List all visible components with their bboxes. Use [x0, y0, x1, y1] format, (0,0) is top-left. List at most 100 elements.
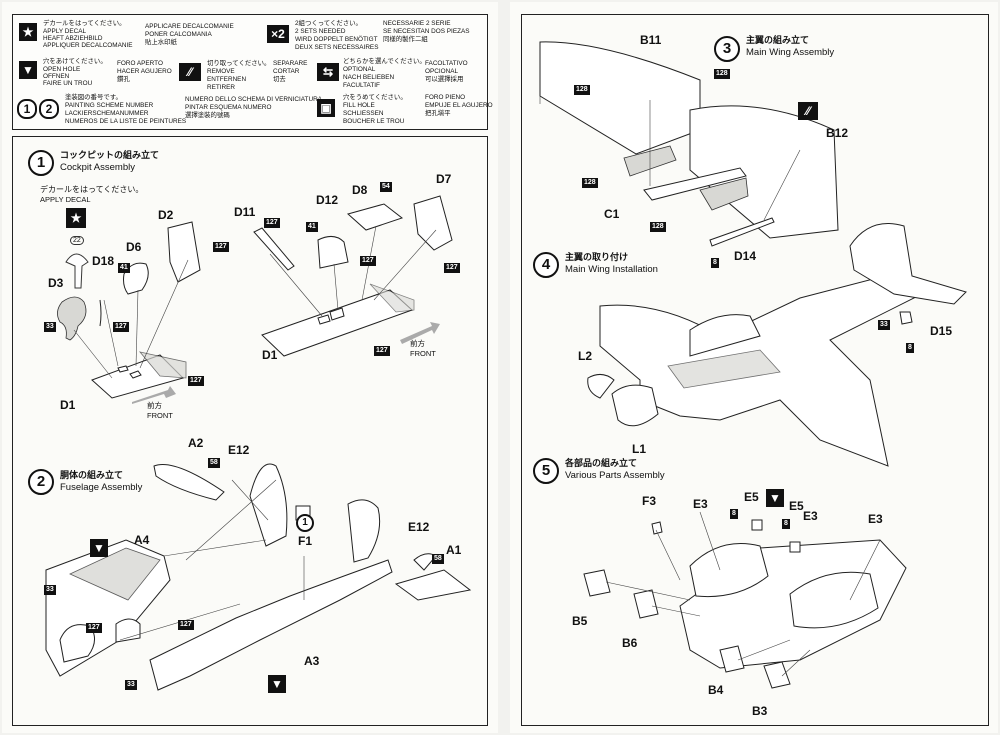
part-label-d6: D6	[126, 240, 142, 254]
drill-icon: ▼	[90, 539, 108, 557]
cockpit-floor-right-drawing	[253, 195, 453, 357]
part-label-e3: E3	[868, 512, 883, 526]
legend-optional-cn: 可以選擇採用	[425, 76, 464, 83]
part-label-a4: A4	[134, 533, 150, 547]
step-3-title-en: Main Wing Assembly	[746, 47, 835, 58]
paint-badge: 33	[44, 322, 56, 332]
step-5-title-jp: 各部品の組み立て	[565, 458, 638, 468]
part-label-d14: D14	[734, 249, 757, 263]
part-label-d15: D15	[930, 324, 953, 338]
part-label-d2: D2	[158, 208, 174, 222]
legend-decal-it: APPLICARE DECALCOMANIE	[145, 23, 234, 30]
star-decal-icon: ★	[19, 23, 37, 41]
legend-two-sets-es: SE NECESITAN DOS PIEZAS	[383, 28, 470, 35]
paint-badge: 127	[360, 256, 376, 266]
part-label-b6: B6	[622, 636, 638, 650]
legend-painting-de: LACKIERSCHEMANUMMER	[65, 110, 149, 117]
legend-painting-it: NUMERO DELLO SCHEMA DI VERNICIATURA	[185, 96, 322, 103]
part-label-f3: F3	[642, 494, 657, 508]
legend-remove-de: ENTFERNEN	[207, 76, 247, 83]
part-label-d8: D8	[352, 183, 368, 197]
paint-badge: 41	[306, 222, 318, 232]
legend-remove-es: CORTAR	[273, 68, 300, 75]
fuselage-drawing	[45, 463, 472, 691]
drill-icon: ▼	[766, 489, 784, 507]
scheme-one-icon: 1	[17, 99, 37, 119]
paint-badge: 127	[188, 376, 204, 386]
right-instructions-frame	[521, 14, 989, 726]
paint-badge: 128	[582, 178, 598, 188]
step-5-title-en: Various Parts Assembly	[565, 470, 665, 481]
part-label-e3: E3	[803, 509, 818, 523]
step-3-title-jp: 主翼の組み立て	[746, 35, 810, 45]
step-2-title-en: Fuselage Assembly	[60, 482, 143, 493]
paint-badge: 128	[714, 69, 730, 79]
legend-two-sets-fr: DEUX SETS NECESSAIRES	[295, 44, 379, 51]
step-1-title-jp: コックピットの組み立て	[60, 150, 160, 160]
front-label-en: FRONT	[410, 349, 436, 358]
part-label-b12: B12	[826, 126, 849, 140]
symbol-legend: ★ デカールをはってください。 APPLY DECAL HEAFT ABZIEH…	[12, 14, 493, 130]
step-1-decal-en: APPLY DECAL	[40, 195, 91, 204]
paint-badge: 127	[113, 322, 129, 332]
paint-badge: 128	[650, 222, 666, 232]
legend-open-hole-fr: FAIRE UN TROU	[43, 80, 93, 87]
part-label-d1-left: D1	[60, 398, 76, 412]
part-label-d7: D7	[436, 172, 452, 186]
drill-icon: ▼	[19, 61, 37, 79]
paint-badge: 41	[118, 263, 130, 273]
step-1-title-en: Cockpit Assembly	[60, 162, 135, 173]
part-label-c1: C1	[604, 207, 620, 221]
part-label-d3: D3	[48, 276, 64, 290]
part-label-a2: A2	[188, 436, 204, 450]
legend-optional-es: OPCIONAL	[425, 68, 459, 75]
part-label-b3: B3	[752, 704, 768, 718]
legend-painting-fr: NUMEROS DE LA LISTE DE PEINTURES	[65, 118, 187, 125]
star-decal-icon: ★	[66, 208, 86, 228]
part-label-e12: E12	[228, 443, 250, 457]
legend-remove-jp: 切り取ってください。	[207, 60, 271, 67]
cutter-icon: ⁄⁄	[179, 63, 201, 81]
paint-badge: 8	[730, 509, 738, 519]
step-2-title-jp: 胴体の組み立て	[60, 470, 124, 480]
legend-painting-jp: 塗装図の番号です。	[65, 94, 122, 101]
wing-installation-drawing	[587, 223, 967, 467]
paint-badge: 128	[574, 85, 590, 95]
legend-open-hole-it: FORO APERTO	[117, 60, 163, 67]
paint-badge: 127	[374, 346, 390, 356]
part-label-e3: E3	[693, 497, 708, 511]
step-3-number: 3	[714, 36, 740, 62]
part-label-b11: B11	[640, 33, 662, 47]
step-4-title-jp: 主翼の取り付け	[565, 252, 629, 262]
times-two-icon: ×2	[267, 25, 289, 43]
legend-remove-it: SEPARARE	[273, 60, 308, 67]
legend-painting-cn: 選擇塗裝的號碼	[185, 112, 230, 119]
part-label-d18: D18	[92, 254, 115, 268]
drill-icon: ▼	[268, 675, 286, 693]
part-label-e12: E12	[408, 520, 430, 534]
step-1-decal-jp: デカールをはってください。	[40, 185, 144, 194]
part-label-a1: A1	[446, 543, 462, 557]
legend-optional-de: NACH BELIEBEN	[343, 74, 395, 81]
legend-two-sets-de: WIRD DOPPELT BENÖTIGT	[295, 36, 378, 43]
paint-badge: 127	[444, 263, 460, 273]
legend-two-sets-cn: 同樣的製作二組	[383, 36, 428, 43]
paint-badge: 8	[906, 343, 914, 353]
part-label-d12: D12	[316, 193, 339, 207]
legend-fill-hole-es: EMPUJE EL AGUJERO	[425, 102, 493, 109]
paint-badge: 33	[878, 320, 890, 330]
legend-optional-it: FACOLTATIVO	[425, 60, 468, 67]
paint-badge: 127	[264, 218, 280, 228]
legend-two-sets-en: 2 SETS NEEDED	[295, 28, 346, 35]
part-label-d11: D11	[234, 205, 256, 219]
step-4-title-en: Main Wing Installation	[565, 264, 658, 275]
legend-optional-fr: FACULTATIF	[343, 82, 380, 89]
front-label-en: FRONT	[147, 411, 173, 420]
paint-badge: 33	[125, 680, 137, 690]
legend-open-hole-es: HACER AGUJERO	[117, 68, 172, 75]
legend-optional-en: OPTIONAL	[343, 66, 376, 73]
paint-badge: 127	[178, 620, 194, 630]
legend-decal-es: PONER CALCOMANIA	[145, 31, 212, 38]
part-label-b4: B4	[708, 683, 724, 697]
